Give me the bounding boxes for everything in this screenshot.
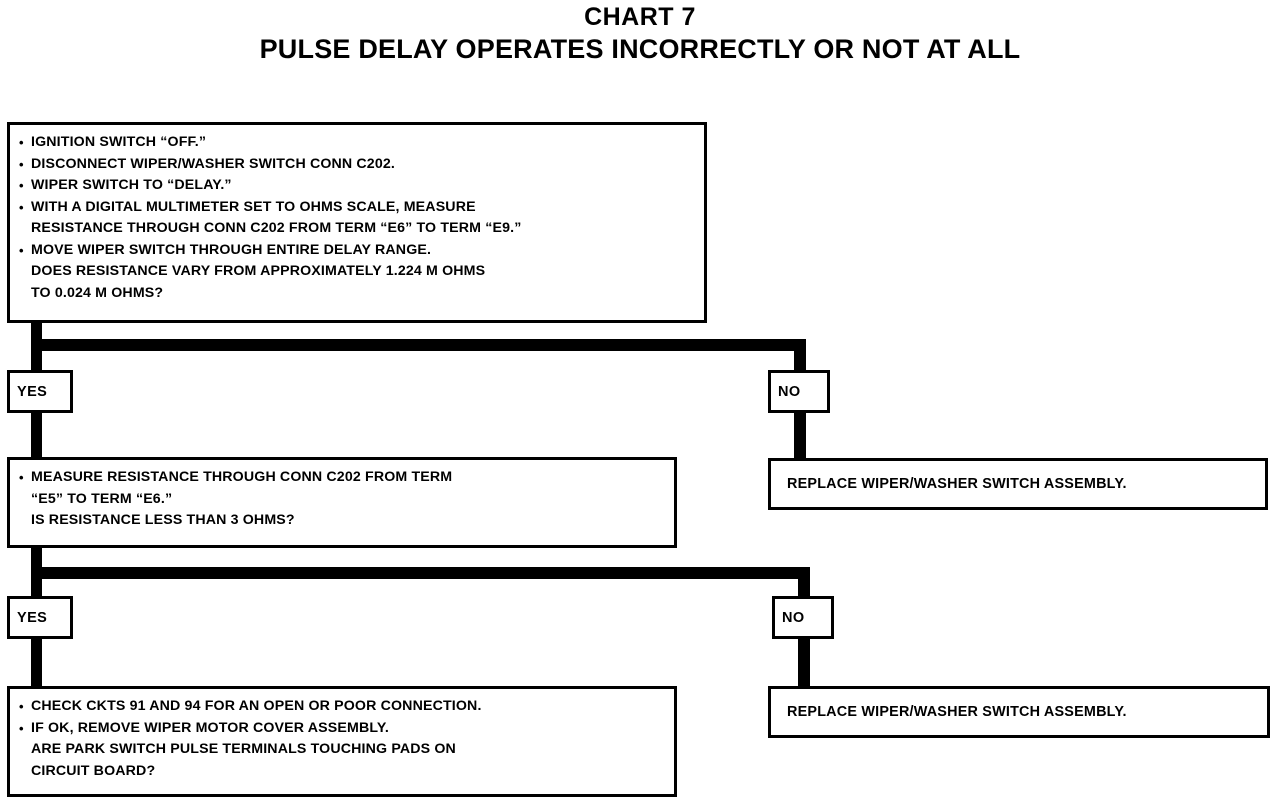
decision-box-step1: IGNITION SWITCH “OFF.” DISCONNECT WIPER/… — [7, 122, 707, 323]
branch-label-no-1: NO — [768, 370, 830, 413]
branch-label-yes-1: YES — [7, 370, 73, 413]
list-item: WIPER SWITCH TO “DELAY.” — [19, 175, 521, 197]
list-item-continuation: ARE PARK SWITCH PULSE TERMINALS TOUCHING… — [19, 739, 482, 761]
decision-box-step3: CHECK CKTS 91 AND 94 FOR AN OPEN OR POOR… — [7, 686, 677, 797]
step1-line-2: DISCONNECT WIPER/WASHER SWITCH CONN C202… — [31, 155, 396, 172]
bullet-icon — [19, 718, 31, 740]
result-box-replace-switch-1: REPLACE WIPER/WASHER SWITCH ASSEMBLY. — [768, 458, 1268, 510]
step1-line-8: TO 0.024 M OHMS? — [31, 284, 164, 301]
step2-line-2: “E5” TO TERM “E6.” — [31, 490, 173, 507]
bullet-icon — [19, 240, 31, 262]
step2-line-1: MEASURE RESISTANCE THROUGH CONN C202 FRO… — [31, 469, 453, 485]
connector-step2-stem — [31, 548, 42, 575]
step3-bullet-list: CHECK CKTS 91 AND 94 FOR AN OPEN OR POOR… — [19, 696, 482, 782]
branch-label-no-2: NO — [772, 596, 834, 639]
step1-line-7: DOES RESISTANCE VARY FROM APPROXIMATELY … — [31, 263, 486, 279]
branch-label-yes-2-text: YES — [17, 609, 48, 626]
connector-step1-stem — [31, 323, 42, 348]
list-item: IF OK, REMOVE WIPER MOTOR COVER ASSEMBLY… — [19, 718, 482, 740]
list-item: CHECK CKTS 91 AND 94 FOR AN OPEN OR POOR… — [19, 696, 482, 718]
branch-label-yes-2: YES — [7, 596, 73, 639]
list-item: MEASURE RESISTANCE THROUGH CONN C202 FRO… — [19, 467, 452, 489]
connector-step2-yes-drop — [31, 567, 42, 598]
list-item-continuation: RESISTANCE THROUGH CONN C202 FROM TERM “… — [19, 218, 521, 240]
step3-line-3: ARE PARK SWITCH PULSE TERMINALS TOUCHING… — [31, 741, 456, 757]
connector-step2-horizontal-bus — [31, 567, 810, 579]
bullet-icon — [19, 175, 31, 197]
list-item: MOVE WIPER SWITCH THROUGH ENTIRE DELAY R… — [19, 240, 521, 262]
result-box-replace-switch-2-text: REPLACE WIPER/WASHER SWITCH ASSEMBLY. — [787, 704, 1127, 720]
step1-line-1: IGNITION SWITCH “OFF.” — [31, 134, 207, 150]
result-box-replace-switch-2: REPLACE WIPER/WASHER SWITCH ASSEMBLY. — [768, 686, 1270, 738]
bullet-icon — [19, 132, 31, 154]
chart-number-title: CHART 7 — [584, 3, 696, 31]
list-item-continuation: IS RESISTANCE LESS THAN 3 OHMS? — [19, 510, 452, 532]
connector-step2-no-drop — [798, 567, 810, 598]
list-item: WITH A DIGITAL MULTIMETER SET TO OHMS SC… — [19, 197, 521, 219]
connector-no1-to-replace1 — [794, 413, 806, 458]
branch-label-no-1-text: NO — [778, 383, 801, 400]
step1-line-6: MOVE WIPER SWITCH THROUGH ENTIRE DELAY R… — [31, 241, 432, 258]
step3-line-1: CHECK CKTS 91 AND 94 FOR AN OPEN OR POOR… — [31, 698, 482, 714]
bullet-icon — [19, 696, 31, 718]
connector-step1-no-drop — [794, 339, 806, 372]
bullet-icon — [19, 197, 31, 219]
step2-line-3: IS RESISTANCE LESS THAN 3 OHMS? — [31, 512, 295, 528]
step1-line-4: WITH A DIGITAL MULTIMETER SET TO OHMS SC… — [31, 198, 476, 215]
list-item-continuation: DOES RESISTANCE VARY FROM APPROXIMATELY … — [19, 261, 521, 283]
step3-line-2: IF OK, REMOVE WIPER MOTOR COVER ASSEMBLY… — [31, 719, 389, 736]
chart-subject-title: PULSE DELAY OPERATES INCORRECTLY OR NOT … — [259, 34, 1021, 64]
branch-label-no-2-text: NO — [782, 609, 805, 626]
step1-bullet-list: IGNITION SWITCH “OFF.” DISCONNECT WIPER/… — [19, 132, 521, 304]
result-box-replace-switch-1-text: REPLACE WIPER/WASHER SWITCH ASSEMBLY. — [787, 476, 1127, 492]
step2-bullet-list: MEASURE RESISTANCE THROUGH CONN C202 FRO… — [19, 467, 452, 532]
step1-line-5: RESISTANCE THROUGH CONN C202 FROM TERM “… — [31, 220, 522, 236]
connector-step1-yes-drop — [31, 339, 42, 372]
step3-line-4: CIRCUIT BOARD? — [31, 762, 156, 779]
list-item-continuation: TO 0.024 M OHMS? — [19, 283, 521, 305]
list-item: DISCONNECT WIPER/WASHER SWITCH CONN C202… — [19, 154, 521, 176]
bullet-icon — [19, 154, 31, 176]
list-item-continuation: “E5” TO TERM “E6.” — [19, 489, 452, 511]
connector-yes1-to-step2 — [31, 413, 42, 457]
list-item: IGNITION SWITCH “OFF.” — [19, 132, 521, 154]
connector-yes2-to-step3 — [31, 639, 42, 686]
connector-no2-to-replace2 — [798, 639, 810, 686]
decision-box-step2: MEASURE RESISTANCE THROUGH CONN C202 FRO… — [7, 457, 677, 548]
bullet-icon — [19, 467, 31, 489]
step1-line-3: WIPER SWITCH TO “DELAY.” — [31, 177, 232, 193]
chart-title-block: CHART 7 PULSE DELAY OPERATES INCORRECTLY… — [0, 2, 1280, 66]
branch-label-yes-1-text: YES — [17, 383, 48, 400]
list-item-continuation: CIRCUIT BOARD? — [19, 761, 482, 783]
connector-step1-horizontal-bus — [31, 339, 806, 351]
